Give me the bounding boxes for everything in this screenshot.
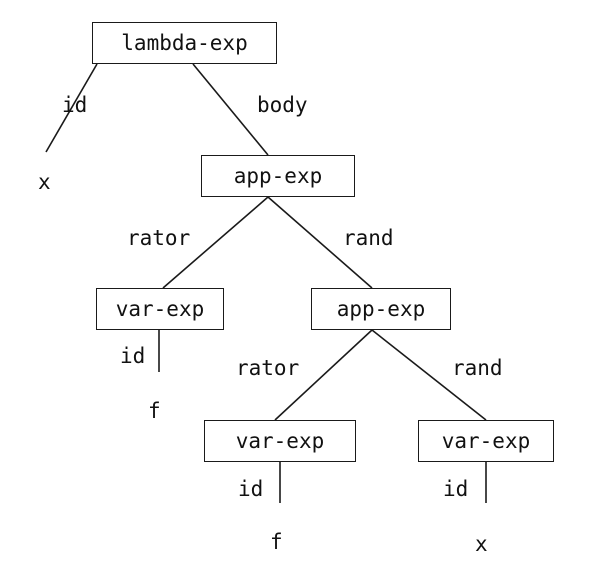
label-app-inner-rator: rator xyxy=(236,356,300,380)
label-app-top-rand: rand xyxy=(343,226,394,250)
edge-app-top-rand xyxy=(267,196,373,289)
label-app-inner-rand: rand xyxy=(452,356,503,380)
edge-app-inner-rator xyxy=(274,329,373,421)
leaf-f1: f xyxy=(148,399,161,423)
node-var-exp-f1: var-exp xyxy=(96,288,224,330)
label-var-f1-id: id xyxy=(120,344,146,368)
label-app-top-rator: rator xyxy=(127,226,191,250)
label-var-f2-id: id xyxy=(238,477,264,501)
label-root-body: body xyxy=(257,93,308,117)
edge-app-inner-rand xyxy=(371,329,487,421)
label-var-x-id: id xyxy=(443,477,469,501)
leaf-x-bottom: x xyxy=(475,532,488,556)
node-app-exp-inner: app-exp xyxy=(311,288,451,330)
node-lambda-exp: lambda-exp xyxy=(92,22,277,64)
node-app-exp-top: app-exp xyxy=(201,155,355,197)
edge-root-id xyxy=(45,63,98,153)
leaf-f2: f xyxy=(270,530,283,554)
edge-root-body xyxy=(192,63,269,156)
edge-app-top-rator xyxy=(162,196,269,289)
label-root-id: id xyxy=(62,93,88,117)
leaf-x-top: x xyxy=(38,170,51,194)
node-var-exp-f2: var-exp xyxy=(204,420,356,462)
node-var-exp-x: var-exp xyxy=(418,420,554,462)
